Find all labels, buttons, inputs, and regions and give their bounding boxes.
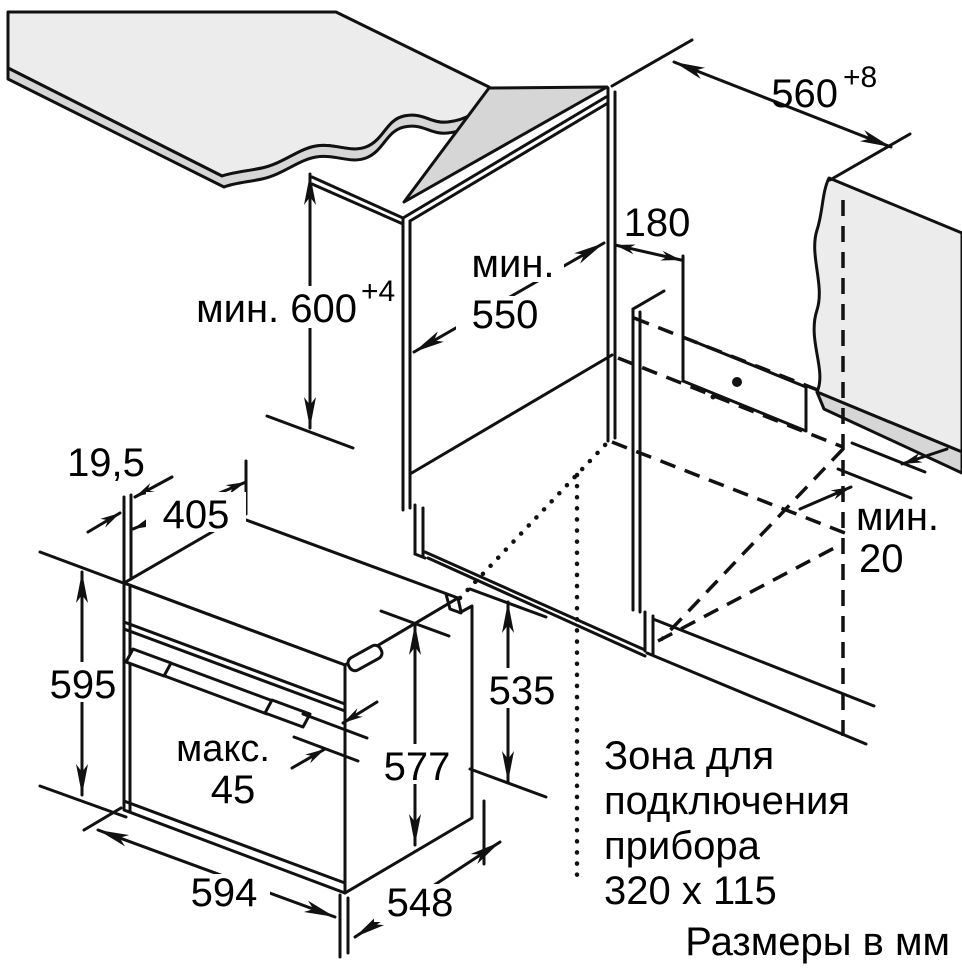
label-body-depth: 548 (387, 881, 454, 925)
dim-rear-gap (798, 441, 949, 511)
label-top-depth: 405 (163, 493, 230, 537)
countertop (6, 10, 609, 204)
zone-text-line1: Зона для (604, 734, 774, 778)
label-rear-gap-min: мин. (856, 495, 939, 539)
label-niche-width-tolerance: +8 (843, 61, 877, 94)
dim-zone-offset (613, 243, 683, 262)
label-front-height: 595 (50, 663, 117, 707)
zone-text-line3: прибора (604, 824, 761, 868)
countertop-cut-section (402, 85, 609, 204)
oven (122, 515, 474, 895)
side-wall-face (812, 176, 962, 454)
vent-slot (346, 643, 384, 673)
label-rear-gap-value: 20 (859, 537, 904, 581)
label-niche-height-tolerance: +4 (361, 275, 395, 308)
label-niche-height: мин. 600 (196, 287, 357, 331)
side-wall-base-strip (815, 390, 962, 475)
label-niche-depth-min: мин. (471, 242, 554, 286)
connection-zone (681, 254, 808, 433)
zone-text-line2: подключения (604, 779, 850, 823)
oven-front-face (122, 581, 347, 895)
connection-point-dot (732, 377, 742, 387)
connection-point-dot-small (710, 394, 716, 400)
guide-dotted-lines (457, 441, 609, 881)
label-niche-width: 560 (771, 72, 838, 116)
connection-zone-hatch (681, 335, 808, 433)
dim-front-width (82, 806, 350, 959)
dim-body-height (379, 609, 451, 847)
label-rear-height: 535 (489, 669, 556, 713)
label-body-height: 577 (384, 745, 451, 789)
dimension-labels: 560 +8 мин. 600 +4 мин. 550 180 мин. 20 … (44, 61, 939, 925)
label-zone-offset: 180 (624, 201, 691, 245)
label-handle-depth-max: макс. (176, 728, 270, 770)
dim-niche-width (610, 38, 912, 182)
label-handle-depth-value: 45 (211, 768, 256, 812)
niche-cabinet (310, 86, 876, 746)
oven-handle (124, 647, 312, 729)
side-wall (812, 176, 962, 744)
label-front-width: 594 (191, 871, 258, 915)
dim-handle-depth (290, 700, 379, 770)
countertop-top-face (6, 10, 495, 178)
label-niche-depth-value: 550 (472, 293, 539, 337)
zone-text-line4: 320 x 115 (604, 869, 777, 913)
units-note: Размеры в мм (685, 920, 950, 964)
label-door-offset: 19,5 (67, 441, 145, 485)
connection-zone-text: Зона для подключения прибора 320 x 115 (604, 734, 850, 913)
